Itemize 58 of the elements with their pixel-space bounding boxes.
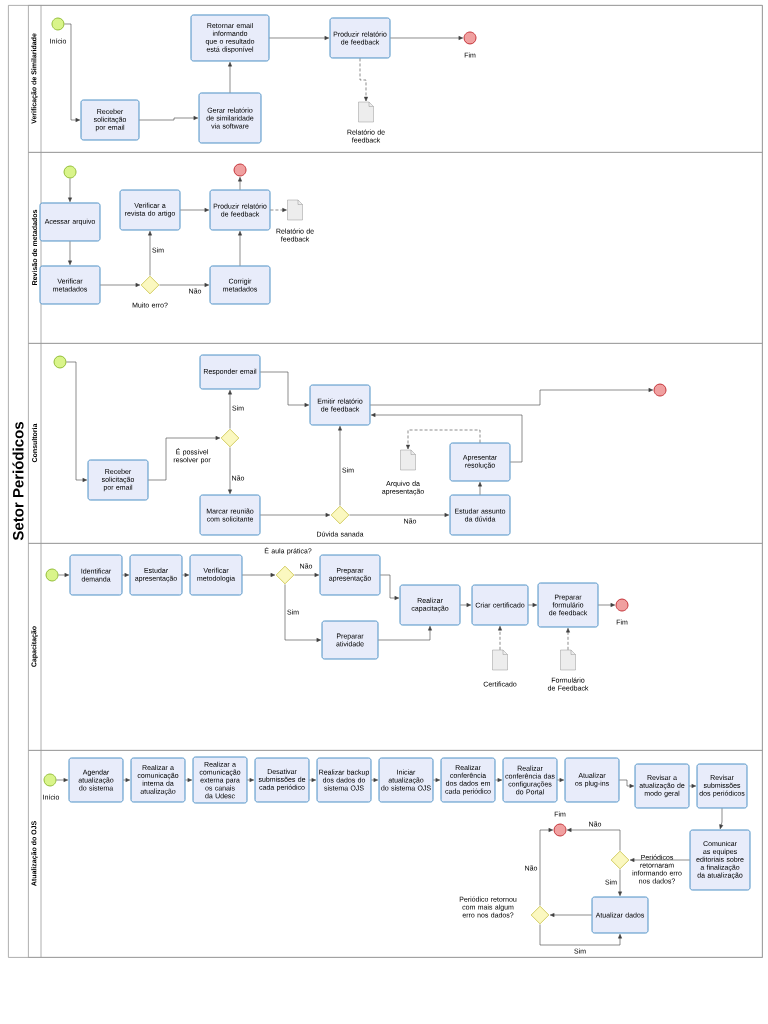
flow-arrow — [495, 778, 503, 782]
flow-arrow — [260, 513, 331, 517]
flow-arrow — [478, 481, 482, 495]
association-arrow — [566, 627, 570, 651]
flow-arrow — [148, 230, 152, 276]
association-arrow — [498, 625, 502, 651]
flow-arrow — [309, 778, 317, 782]
flow-arrow — [371, 778, 379, 782]
flow-arrow — [539, 924, 622, 946]
flow-arrow — [139, 116, 199, 121]
flow-arrow — [338, 425, 342, 506]
flow-arrow — [68, 241, 72, 266]
flow-arrow — [260, 371, 310, 407]
association-arrow — [406, 429, 481, 450]
flow-arrow — [185, 778, 193, 782]
flow-arrow — [378, 625, 432, 641]
flow-arrow — [380, 574, 400, 600]
flow-arrow — [242, 573, 276, 577]
flow-arrow — [566, 828, 621, 851]
flow-arrow — [370, 413, 523, 463]
flow-arrow — [349, 513, 450, 517]
flow-arrow — [68, 178, 72, 203]
flow-arrow — [122, 573, 130, 577]
flow-arrow — [58, 573, 70, 577]
flow-arrow — [618, 869, 622, 897]
flow-arrow — [719, 808, 724, 830]
flow-arrow — [159, 283, 210, 287]
flow-arrow — [238, 176, 242, 190]
association-arrow — [270, 208, 287, 212]
flow-arrow — [180, 208, 210, 212]
flow-arrow — [66, 361, 88, 482]
flow-arrow — [528, 603, 538, 607]
flow-arrow — [247, 778, 255, 782]
flow-arrow — [238, 230, 242, 266]
flow-arrow — [228, 389, 232, 429]
flow-arrow — [539, 828, 554, 906]
flow-arrow — [228, 61, 232, 93]
flow-arrow — [123, 778, 131, 782]
association-arrow — [359, 58, 368, 102]
flow-arrow — [56, 778, 69, 782]
flow-arrow — [100, 283, 141, 287]
flow-arrow — [390, 36, 464, 40]
flow-arrow — [370, 388, 654, 406]
flow-arrow — [182, 573, 190, 577]
flow-arrow — [228, 447, 232, 495]
flow-arrow — [269, 36, 330, 40]
flow-arrow — [689, 784, 697, 788]
flow-arrow — [549, 913, 592, 917]
flow-arrow — [619, 779, 635, 788]
flow-arrow — [148, 436, 221, 481]
flow-arrow — [64, 23, 81, 122]
flow-arrow — [433, 778, 441, 782]
flow-arrow — [294, 573, 320, 577]
flow-arrow — [598, 603, 616, 607]
flow-arrow — [460, 603, 472, 607]
flow-arrow — [629, 858, 690, 862]
flow-arrow — [284, 584, 322, 642]
flow-arrow — [557, 778, 565, 782]
